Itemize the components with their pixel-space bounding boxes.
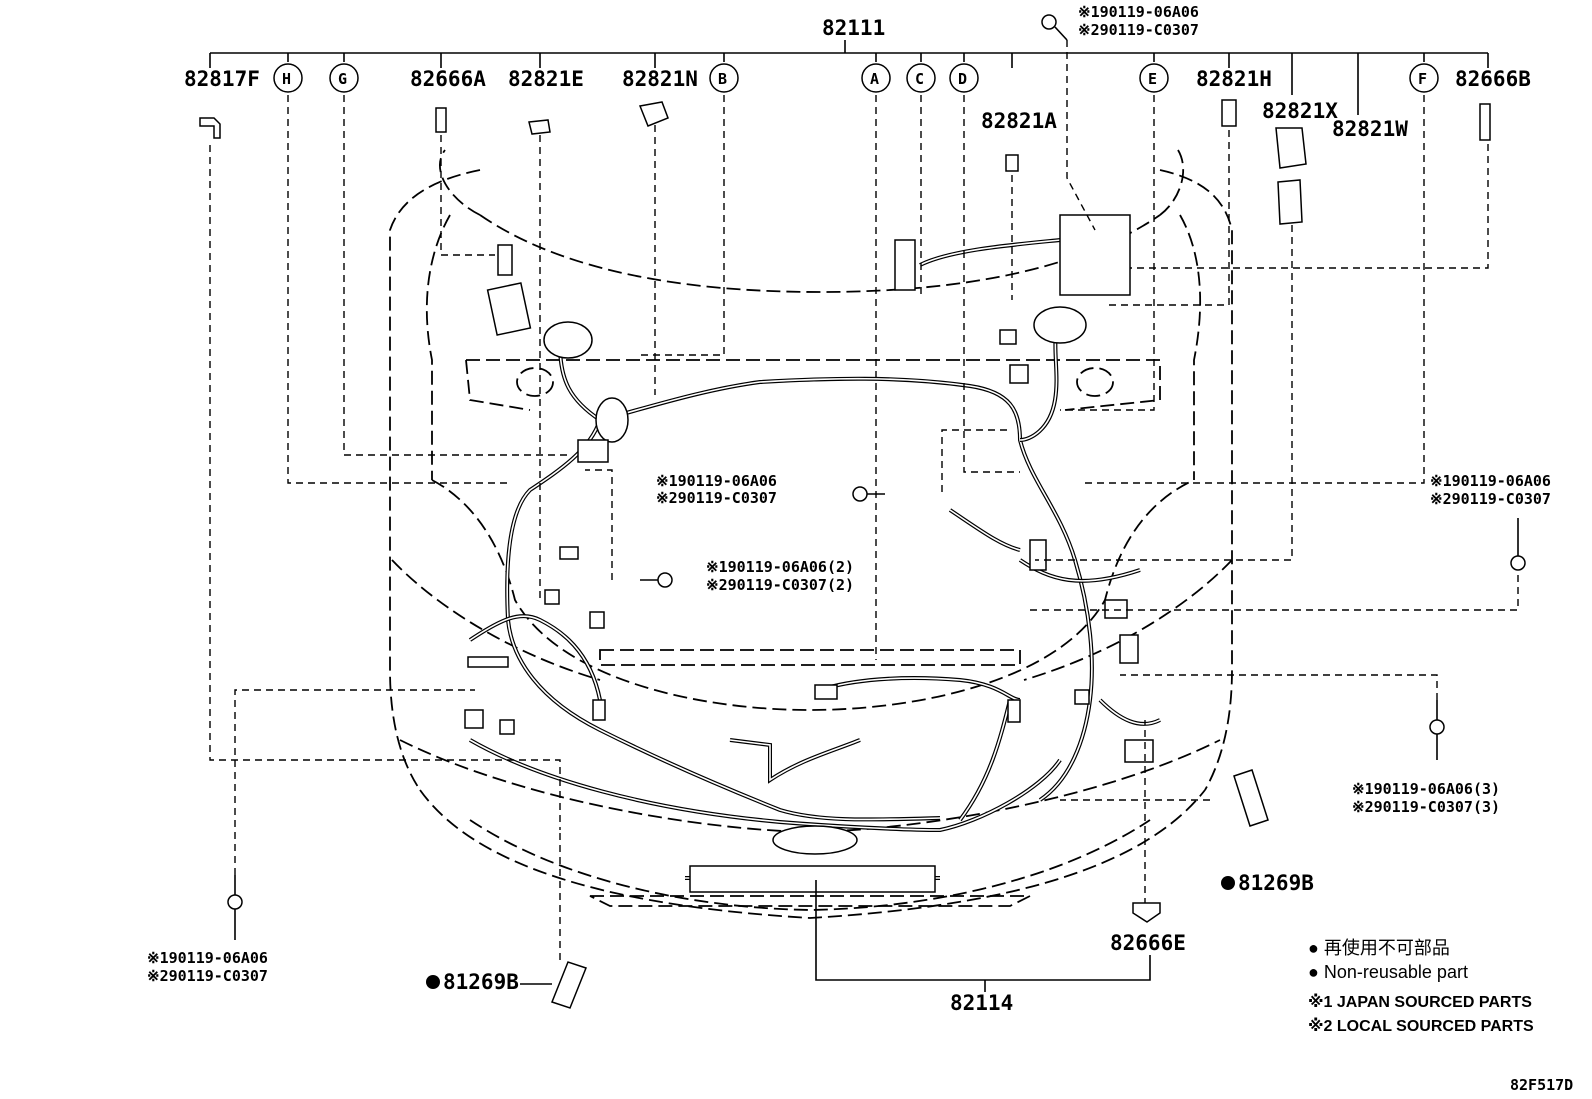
svg-text:B: B [718,70,727,88]
svg-text:E: E [1148,70,1157,88]
leader-lines [209,40,1519,960]
vehicle-body-outline [389,149,1233,919]
svg-text:D: D [958,70,967,88]
svg-text:G: G [338,70,347,88]
svg-text:H: H [282,70,291,88]
bolt-right-low-line1: ※190119-06A06(3) [1352,780,1500,798]
bolt-top-icon [1041,14,1068,41]
label-82666a: 82666A [410,67,486,91]
label-82114: 82114 [950,991,1013,1015]
label-82817f: 82817F [184,67,260,91]
callout-d: D [949,63,979,93]
bolt-center-low-line1: ※190119-06A06(2) [706,558,854,576]
label-81269b-right: 81269B [1238,871,1314,895]
callout-g: G [329,63,359,93]
bolt-right-low-icon [1429,700,1445,760]
label-82666b: 82666B [1455,67,1531,91]
bolt-right-low-line2: ※290119-C0307(3) [1352,798,1500,816]
label-82821w: 82821W [1332,117,1408,141]
bolt-right-icon [1510,518,1526,571]
bolt-left-line2: ※290119-C0307 [147,967,268,985]
left-relay-cluster [464,244,629,735]
label-81269b-left: 81269B [443,970,519,994]
label-82666e: 82666E [1110,931,1186,955]
label-82821a: 82821A [981,109,1057,133]
label-82821e: 82821E [508,67,584,91]
legend-en-nonreusable: ● Non-reusable part [1308,962,1468,982]
callout-a: A [861,63,891,93]
non-reusable-dot-right [1221,876,1235,890]
callout-e: E [1139,63,1169,93]
label-82821h: 82821H [1196,67,1272,91]
legend-jp-nonreusable: ● 再使用不可部品 [1308,938,1450,958]
lower-harness-bracket [815,880,1151,981]
callout-h: H [273,63,303,93]
legend-note-japan: ※1 JAPAN SOURCED PARTS [1308,993,1532,1011]
bolt-center-line2: ※290119-C0307 [656,489,777,507]
bolt-center-low-line2: ※290119-C0307(2) [706,576,854,594]
label-82111: 82111 [822,16,885,40]
right-relay-cluster [814,214,1154,763]
main-harness-bracket [209,40,1489,115]
bolt-center-icon [852,486,885,502]
hardware-icons [199,99,1491,1009]
bolt-left-icon [227,875,243,940]
label-82821n: 82821N [622,67,698,91]
bolt-left-line1: ※190119-06A06 [147,949,268,967]
label-82821x: 82821X [1262,99,1338,123]
svg-text:C: C [915,70,924,88]
bolt-top-line1: ※190119-06A06 [1078,3,1199,21]
bolt-center-low-icon [640,572,673,588]
non-reusable-dot-left [426,975,440,989]
figure-code: 82F517D [1510,1076,1573,1094]
bolt-right-line1: ※190119-06A06 [1430,472,1551,490]
bolt-right-line2: ※290119-C0307 [1430,490,1551,508]
callout-c: C [906,63,936,93]
bolt-center-line1: ※190119-06A06 [656,472,777,490]
legend: ● 再使用不可部品 ● Non-reusable part ※1 JAPAN S… [1308,938,1534,1035]
bolt-icons [227,14,1526,940]
svg-text:F: F [1418,70,1427,88]
bolt-top-line2: ※290119-C0307 [1078,21,1199,39]
legend-note-local: ※2 LOCAL SOURCED PARTS [1308,1017,1534,1035]
callout-f: F [1409,63,1439,93]
engine-room-harness [468,237,1161,893]
svg-text:A: A [870,70,879,88]
callout-b: B [709,63,739,93]
